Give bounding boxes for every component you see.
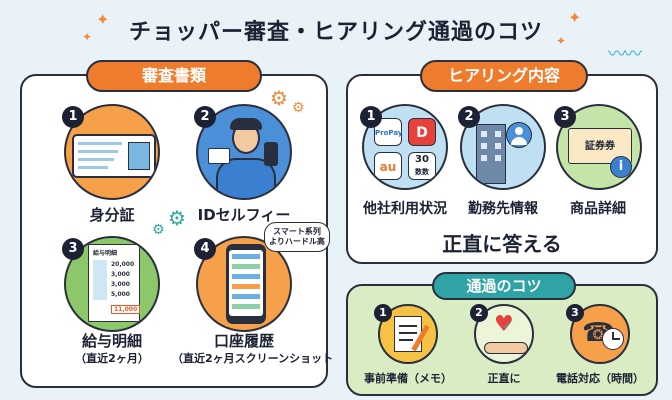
gear-icon: ⚙	[152, 222, 165, 238]
id-card-icon	[208, 148, 230, 164]
tip-label-honest: 正直に	[487, 372, 521, 385]
payslip-value: 20,000	[111, 261, 135, 268]
payslip-title: 給与明細	[93, 250, 118, 257]
app-icon: 30 数数	[408, 152, 436, 180]
step-number: 1	[374, 304, 392, 322]
hearing-label-product: 商品詳細	[570, 201, 626, 217]
doc-label-selfie: IDセルフィー	[197, 206, 291, 224]
payslip-value: 3,000	[111, 271, 130, 278]
app-icon: au	[374, 152, 402, 180]
payslip-value: 5,000	[111, 291, 130, 298]
hearing-label-other-apps: 他社利用状況	[363, 201, 447, 217]
app-icon: ProPay	[374, 118, 402, 146]
other-apps-circle: ProPay D au 30 数数	[362, 104, 448, 190]
product-circle: 証券券 i	[556, 104, 642, 190]
info-icon: i	[610, 156, 632, 178]
building-icon	[476, 124, 506, 184]
step-number: 4	[194, 238, 216, 260]
step-number: 3	[62, 238, 84, 260]
phone-icon	[264, 142, 278, 166]
clock-icon	[602, 328, 624, 350]
step-number: 3	[554, 106, 576, 128]
speech-bubble: スマート系列 よりハードル高	[264, 222, 330, 252]
doc-label-payslip: 給与明細	[81, 332, 142, 350]
step-number: 2	[458, 106, 480, 128]
sparkle-icon: ✦	[82, 30, 93, 44]
documents-heading: 審査書類	[86, 60, 262, 92]
step-number: 3	[566, 304, 584, 322]
doc-sublabel-payslip: （直近2ヶ月）	[75, 352, 149, 365]
check-icon: ✓	[502, 318, 513, 332]
step-number: 2	[470, 304, 488, 322]
hearing-label-workplace: 勤務先情報	[468, 201, 538, 217]
hand-icon	[484, 342, 528, 354]
person-icon	[506, 122, 532, 148]
sparkle-icon: ✦	[568, 8, 582, 27]
gear-icon: ⚙	[168, 206, 186, 230]
tips-heading: 通過のコツ	[432, 272, 576, 300]
doc-sublabel-bank: （直近2ヶ月スクリーンショット	[172, 352, 334, 365]
step-number: 2	[194, 106, 216, 128]
bank-history-circle	[196, 236, 292, 332]
id-card-icon	[72, 134, 156, 178]
step-number: 1	[62, 106, 84, 128]
workplace-circle	[460, 104, 546, 190]
phone-icon	[226, 244, 266, 324]
step-number: 1	[360, 106, 382, 128]
wave-icon: 〰〰	[608, 44, 642, 65]
payslip-value: 3,000	[111, 281, 130, 288]
gear-icon: ⚙	[270, 86, 288, 110]
doc-label-bank: 口座履歴	[213, 332, 274, 350]
doc-label-id: 身分証	[89, 206, 135, 224]
heart-icon: ♥	[494, 312, 514, 337]
hearing-heading: ヒアリング内容	[420, 60, 588, 92]
payslip-icon: 給与明細 20,000 3,000 3,000 5,000 11,000	[88, 244, 141, 322]
gear-icon: ⚙	[292, 100, 305, 116]
page-title: チョッパー審査・ヒアリング通過のコツ	[128, 20, 543, 45]
tip-label-phone: 電話対応（時間）	[556, 372, 644, 385]
sparkle-icon: ✦	[96, 10, 110, 29]
answer-honestly-text: 正直に答える	[442, 232, 562, 256]
payslip-total: 11,000	[111, 305, 141, 314]
app-icon: D	[408, 118, 436, 146]
sparkle-icon: ✦	[556, 34, 567, 48]
prep-circle	[378, 304, 438, 364]
tip-label-prep: 事前準備（メモ）	[364, 372, 452, 385]
